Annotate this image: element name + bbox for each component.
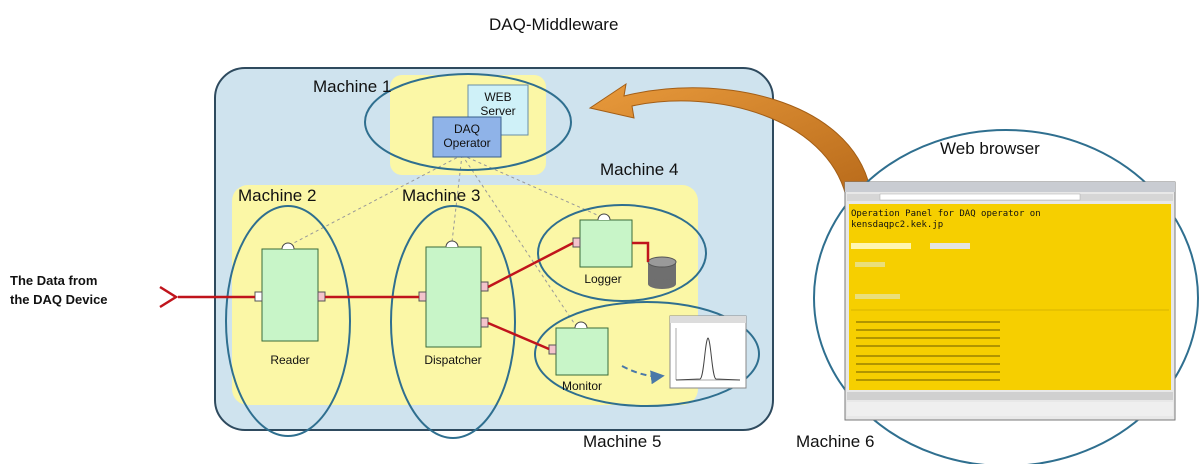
operation-panel <box>849 204 1171 390</box>
machine3-label: Machine 3 <box>402 186 480 205</box>
reader-inport <box>254 291 263 302</box>
reader-label: Reader <box>270 353 309 367</box>
machine6-label: Machine 6 <box>796 432 874 451</box>
dispatcher-outport-1 <box>480 281 489 292</box>
input-label-1: The Data from <box>10 273 97 288</box>
dispatcher-inport <box>418 291 427 302</box>
data-flow-lines <box>178 241 650 351</box>
machine2-ellipse <box>225 205 351 437</box>
machine1-label: Machine 1 <box>313 77 391 96</box>
machine3-ellipse <box>390 205 516 439</box>
monitor-output-arrow <box>621 365 665 385</box>
monitor-box <box>555 327 609 376</box>
monitor-inport <box>548 344 557 355</box>
dispatcher-label: Dispatcher <box>424 353 481 367</box>
monitor-label: Monitor <box>562 379 602 393</box>
web-browser-label: Web browser <box>940 139 1040 158</box>
machine4-ellipse <box>537 204 707 302</box>
machine5-label: Machine 5 <box>583 432 661 451</box>
reader-port <box>281 242 295 250</box>
input-connector <box>159 285 179 309</box>
dispatcher-port <box>445 240 459 248</box>
daq-operator-label-2: Operator <box>443 136 490 150</box>
disk-icon <box>647 256 677 289</box>
panel-title-2: kensdaqpc2.kek.jp <box>851 220 943 230</box>
daq-operator-label-1: DAQ <box>454 122 480 136</box>
monitor-port <box>574 321 588 329</box>
reader-box <box>261 248 319 342</box>
histogram-thumbnail <box>669 315 747 389</box>
logger-inport <box>572 237 581 248</box>
machine2-label: Machine 2 <box>238 186 316 205</box>
machine4-label: Machine 4 <box>600 160 678 179</box>
logger-port <box>597 213 611 221</box>
dispatcher-box <box>425 246 482 348</box>
input-label-2: the DAQ Device <box>10 292 108 307</box>
browser-window: Operation Panel for DAQ operator on kens… <box>844 181 1176 421</box>
machine5-ellipse <box>534 301 760 407</box>
reader-outport <box>317 291 326 302</box>
dispatcher-outport-2 <box>480 317 489 328</box>
web-server-label-1: WEB <box>484 90 511 104</box>
machine1-ellipse <box>364 73 572 171</box>
browser-access-arrow <box>588 82 871 197</box>
diagram-title: DAQ-Middleware <box>489 15 618 34</box>
daq-operator-box <box>432 116 502 158</box>
logger-label: Logger <box>584 272 621 286</box>
web-server-label-2: Server <box>480 104 515 118</box>
panel-title-1: Operation Panel for DAQ operator on <box>851 209 1041 219</box>
logger-box <box>579 219 633 268</box>
